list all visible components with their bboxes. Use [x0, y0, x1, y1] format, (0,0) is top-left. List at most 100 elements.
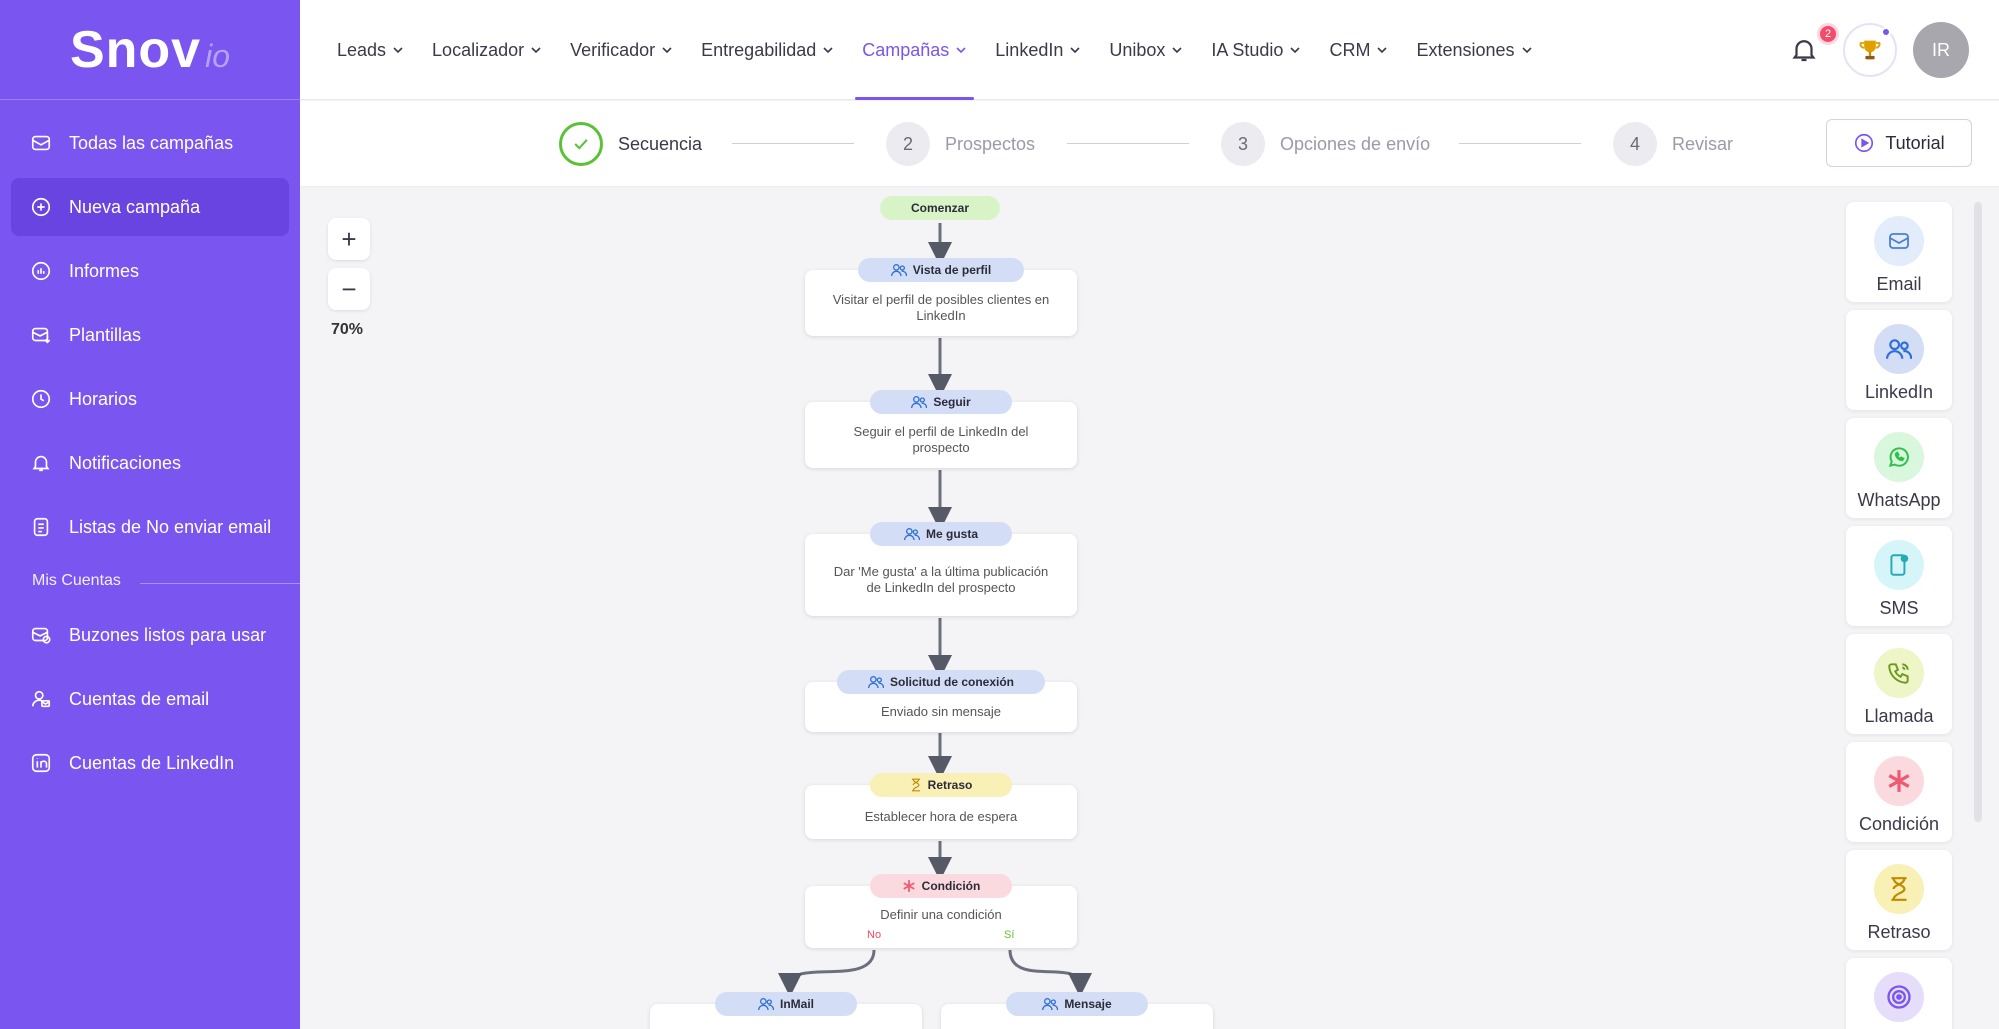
topnav-item-linkedin[interactable]: LinkedIn [995, 0, 1081, 100]
topnav-item-label: Leads [337, 39, 387, 60]
zoom-in-button[interactable]: + [328, 218, 370, 260]
linkedin-icon [29, 751, 53, 775]
palette-scrollbar[interactable] [1974, 202, 1982, 822]
start-node[interactable]: Comenzar [880, 196, 1000, 220]
node-tag: Seguir [870, 390, 1012, 414]
step-node-like[interactable]: Dar 'Me gusta' a la última publicación d… [805, 534, 1077, 616]
topnav-item-label: CRM [1329, 39, 1371, 60]
brand-name: Snov [69, 20, 202, 79]
people-icon [867, 676, 884, 689]
flow-connectors [778, 223, 1092, 997]
branch-no-label: No [867, 929, 882, 941]
sidebar-item-linkedin-accounts[interactable]: Cuentas de LinkedIn [11, 734, 289, 792]
node-text: Seguir el perfil de LinkedIn del prospec… [853, 424, 1029, 455]
step-sequence[interactable]: Secuencia [559, 122, 702, 166]
top-right-controls: 2 IR [1789, 0, 1999, 100]
chevron-down-icon [956, 47, 966, 54]
chevron-down-icon [1377, 47, 1388, 54]
palette-label: Email [1876, 274, 1922, 294]
step-prospects[interactable]: 2 Prospectos [886, 122, 1035, 166]
node-text: Establecer hora de espera [864, 809, 1018, 824]
step-number: 2 [886, 122, 930, 166]
chevron-down-icon [531, 47, 541, 54]
node-tag: Solicitud de conexión [837, 670, 1045, 694]
topnav-item-campa-as[interactable]: Campañas [855, 0, 975, 100]
step-number: 4 [1613, 122, 1657, 166]
tutorial-button[interactable]: Tutorial [1826, 119, 1972, 167]
step-review[interactable]: 4 Revisar [1613, 122, 1733, 166]
topnav-item-entregabilidad[interactable]: Entregabilidad [701, 0, 834, 100]
check-icon [559, 122, 603, 166]
notifications-button[interactable]: 2 [1789, 23, 1839, 65]
node-text: Visitar el perfil de posibles clientes e… [832, 292, 1050, 323]
step-node-follow[interactable]: Seguir el perfil de LinkedIn del prospec… [805, 402, 1077, 468]
asterisk-icon [1874, 756, 1924, 806]
achievements-button[interactable] [1843, 23, 1897, 77]
chevron-down-icon [1172, 47, 1182, 54]
tutorial-label: Tutorial [1885, 132, 1945, 153]
node-tag: Retraso [870, 773, 1012, 797]
sidebar-item-new-campaign[interactable]: Nueva campaña [11, 178, 289, 236]
palette-label: Condición [1858, 814, 1940, 834]
topnav-item-crm[interactable]: CRM [1329, 0, 1388, 100]
node-tag-label: Mensaje [1064, 997, 1112, 1011]
sidebar-item-email-accounts[interactable]: Cuentas de email [11, 670, 289, 728]
target-icon [1874, 972, 1924, 1022]
topnav-item-extensiones[interactable]: Extensiones [1416, 0, 1532, 100]
sms-icon [1874, 540, 1924, 590]
palette-sms[interactable]: SMS [1846, 526, 1952, 626]
sidebar-item-label: Informes [69, 260, 140, 281]
step-connector [732, 143, 854, 144]
node-tag-label: Vista de perfil [912, 263, 992, 277]
topnav-item-localizador[interactable]: Localizador [432, 0, 542, 100]
step-number: 3 [1221, 122, 1265, 166]
sidebar-item-templates[interactable]: Plantillas [11, 306, 289, 364]
people-icon [757, 998, 774, 1011]
sequence-canvas[interactable]: + − 70% Comenzar Visitar el perfil de po… [300, 188, 1990, 1029]
step-label: Prospectos [945, 133, 1036, 154]
bell-icon [29, 451, 53, 475]
sidebar-item-ready-mailboxes[interactable]: Buzones listos para usar [11, 606, 289, 664]
topnav-item-unibox[interactable]: Unibox [1109, 0, 1183, 100]
sidebar-item-label: Notificaciones [69, 452, 182, 473]
topnav-item-label: Extensiones [1416, 39, 1515, 60]
palette-delay[interactable]: Retraso [1846, 850, 1952, 950]
step-connector [1459, 143, 1581, 144]
palette-whatsapp[interactable]: WhatsApp [1846, 418, 1952, 518]
plus-circle-icon [29, 195, 53, 219]
palette-label: LinkedIn [1864, 382, 1934, 402]
play-icon [1855, 133, 1874, 153]
topnav-item-label: Localizador [432, 39, 525, 60]
topnav-item-ia-studio[interactable]: IA Studio [1211, 0, 1301, 100]
asterisk-icon [902, 880, 915, 892]
palette-goal[interactable] [1846, 958, 1952, 1029]
sidebar-item-all-campaigns[interactable]: Todas las campañas [11, 114, 289, 172]
sidebar-item-label: Horarios [69, 388, 138, 409]
topnav-item-label: Campañas [862, 39, 950, 60]
palette-condition[interactable]: Condición [1846, 742, 1952, 842]
mail-icon [1874, 216, 1924, 266]
step-sending-options[interactable]: 3 Opciones de envío [1221, 122, 1430, 166]
palette-email[interactable]: Email [1846, 202, 1952, 302]
palette-call[interactable]: Llamada [1846, 634, 1952, 734]
palette-linkedin[interactable]: LinkedIn [1846, 310, 1952, 410]
node-tag: Me gusta [870, 522, 1012, 546]
phone-icon [1874, 648, 1924, 698]
chevron-down-icon [662, 47, 672, 54]
sidebar-item-label: Plantillas [69, 324, 142, 345]
topnav-item-verificador[interactable]: Verificador [570, 0, 673, 100]
node-text: Definir una condición [880, 907, 1002, 922]
sidebar-item-label: Listas de No enviar email [69, 516, 272, 537]
sidebar-item-notifications[interactable]: Notificaciones [11, 434, 289, 492]
node-tag: Vista de perfil [858, 258, 1024, 282]
topnav-item-leads[interactable]: Leads [337, 0, 404, 100]
node-tag: Mensaje [1006, 992, 1148, 1016]
avatar[interactable]: IR [1913, 22, 1969, 78]
zoom-out-button[interactable]: − [328, 268, 370, 310]
sidebar-item-reports[interactable]: Informes [11, 242, 289, 300]
sidebar-item-schedules[interactable]: Horarios [11, 370, 289, 428]
chevron-down-icon [393, 47, 403, 54]
sidebar-item-do-not-email[interactable]: Listas de No enviar email [11, 498, 289, 556]
